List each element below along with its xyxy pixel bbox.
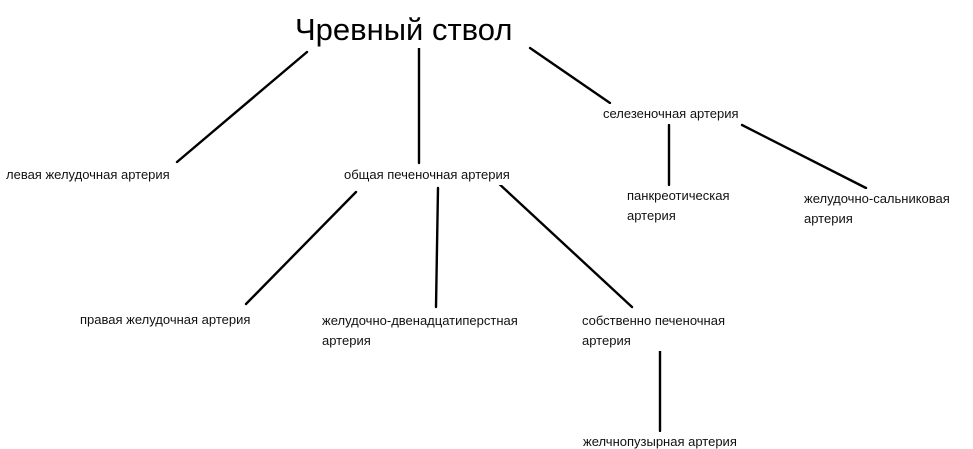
node-label-line: правая желудочная артерия <box>80 312 251 327</box>
node-common-hepatic-artery: общая печеночная артерия <box>344 165 510 185</box>
node-label-line: артерия <box>582 333 631 348</box>
title-text: Чревный ствол <box>295 12 513 47</box>
node-label-line: желудочно-двенадцатиперстная <box>322 313 518 328</box>
connector-trunk-to-left-gastric <box>175 50 309 164</box>
connector-splenic-to-gastro-omental <box>740 123 868 190</box>
node-label-line: селезеночная артерия <box>603 106 739 121</box>
diagram-title: Чревный ствол <box>295 12 513 48</box>
node-label-line: артерия <box>627 208 676 223</box>
node-pancreatic-artery: панкреотическая артерия <box>627 186 730 226</box>
node-gastroduodenal-artery: желудочно-двенадцатиперстная артерия <box>322 311 518 351</box>
node-label-line: артерия <box>322 333 371 348</box>
node-left-gastric-artery: левая желудочная артерия <box>6 165 170 185</box>
node-cystic-artery: желчнопузырная артерия <box>583 432 737 449</box>
node-label-line: общая печеночная артерия <box>344 167 510 182</box>
node-label-line: артерия <box>804 211 853 226</box>
node-right-gastric-artery: правая желудочная артерия <box>80 310 251 330</box>
connector-common-hepatic-to-right-gastric <box>244 190 358 306</box>
node-label-line: желудочно-сальниковая <box>804 191 950 206</box>
node-splenic-artery: селезеночная артерия <box>603 104 739 124</box>
node-proper-hepatic-artery: собственно печеночная артерия <box>582 311 726 351</box>
node-label-line: собственно печеночная <box>582 313 726 328</box>
connector-common-hepatic-to-proper-hepatic <box>494 179 634 309</box>
node-label-line: панкреотическая <box>627 188 730 203</box>
node-gastro-omental-artery: желудочно-сальниковая артерия <box>804 189 950 229</box>
connector-trunk-to-splenic <box>528 46 612 105</box>
connector-common-hepatic-to-gastroduodenal <box>434 186 440 309</box>
node-label-line: левая желудочная артерия <box>6 167 170 182</box>
node-label-line: желчнопузырная артерия <box>583 434 737 449</box>
